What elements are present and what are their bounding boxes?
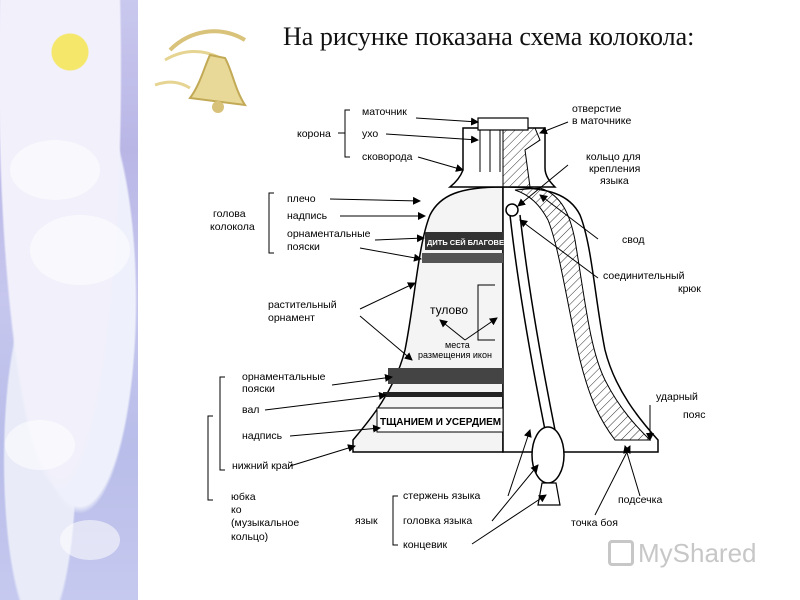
label-nizhniy-kray: нижний край <box>232 460 293 472</box>
label-matochnik: маточник <box>362 106 407 118</box>
label-rast-1: растительный <box>268 299 337 311</box>
label-podsechka: подсечка <box>618 494 662 506</box>
label-skovoroda: сковорода <box>362 151 413 163</box>
flower-petal <box>10 140 100 200</box>
label-plecho: плечо <box>287 193 316 205</box>
label-otverstie-1: отверстие <box>572 103 621 115</box>
label-udarny-2: пояс <box>683 409 705 421</box>
label-mesta-2: размещения икон <box>418 350 492 360</box>
label-ukho: ухо <box>362 128 378 140</box>
golden-bell-icon <box>154 29 248 113</box>
slide-title: На рисунке показана схема колокола: <box>283 22 695 51</box>
label-udarny-1: ударный <box>656 391 698 403</box>
label-otverstie-2: в маточнике <box>572 115 631 127</box>
label-sterzhen: стержень языка <box>403 490 481 502</box>
bell-upper-inscription: ДИТЬ СЕЙ БЛАГОВЕСТ <box>427 238 514 247</box>
label-yubka-3: (музыкальное <box>231 517 299 529</box>
label-koltso-1: кольцо для <box>586 151 641 163</box>
label-svod: свод <box>622 234 644 246</box>
flower-petal <box>60 520 120 560</box>
label-yubka-4: кольцо) <box>231 531 268 543</box>
label-tochka-boya: точка боя <box>571 517 618 529</box>
label-kontsevik: концевик <box>403 539 448 551</box>
bell-ornament-bands: ДИТЬ СЕЙ БЛАГОВЕСТ ТЩАНИЕМ И УСЕРДИЕМ <box>376 232 514 433</box>
label-koltso-2: крепления <box>589 163 640 175</box>
label-val: вал <box>242 404 259 416</box>
label-orn2-2: пояски <box>242 383 275 395</box>
label-yubka-2: ко <box>231 504 242 516</box>
label-golovka: головка языка <box>403 515 472 527</box>
label-soed-2: крюк <box>678 283 701 295</box>
label-koltso-3: языка <box>600 175 629 187</box>
label-orn-poyaski-1: орнаментальные <box>287 228 371 240</box>
label-yazyk: язык <box>355 515 378 527</box>
label-rast-2: орнамент <box>268 312 315 324</box>
label-yubka-1: юбка <box>231 491 256 503</box>
leader-lines <box>207 109 654 546</box>
label-golova-1: голова <box>213 208 246 220</box>
label-nadpis-top: надпись <box>287 210 328 222</box>
watermark-text: MyShared <box>638 538 757 568</box>
label-orn-poyaski-2: пояски <box>287 241 320 253</box>
flower-petal <box>5 420 75 470</box>
myshared-logo-icon <box>608 540 634 566</box>
label-tulovo: тулово <box>430 303 468 317</box>
bell-crown <box>447 117 557 188</box>
label-orn2-1: орнаментальные <box>242 371 326 383</box>
myshared-watermark: MyShared <box>608 538 757 569</box>
flower-background-photo <box>0 0 138 600</box>
label-mesta-1: места <box>445 340 470 350</box>
label-korona: корона <box>297 128 331 140</box>
label-golova-2: колокола <box>210 221 255 233</box>
bell-lower-inscription: ТЩАНИЕМ И УСЕРДИЕМ <box>380 417 501 428</box>
label-nadpis-bottom: надпись <box>242 430 283 442</box>
label-soed-1: соединительный <box>603 270 685 282</box>
flower-petal <box>30 215 130 285</box>
diagram-labels: маточник корона ухо сковорода отверстие … <box>210 103 705 551</box>
bell-scheme-diagram: ДИТЬ СЕЙ БЛАГОВЕСТ ТЩАНИЕМ И УСЕРДИЕМ <box>207 103 705 551</box>
